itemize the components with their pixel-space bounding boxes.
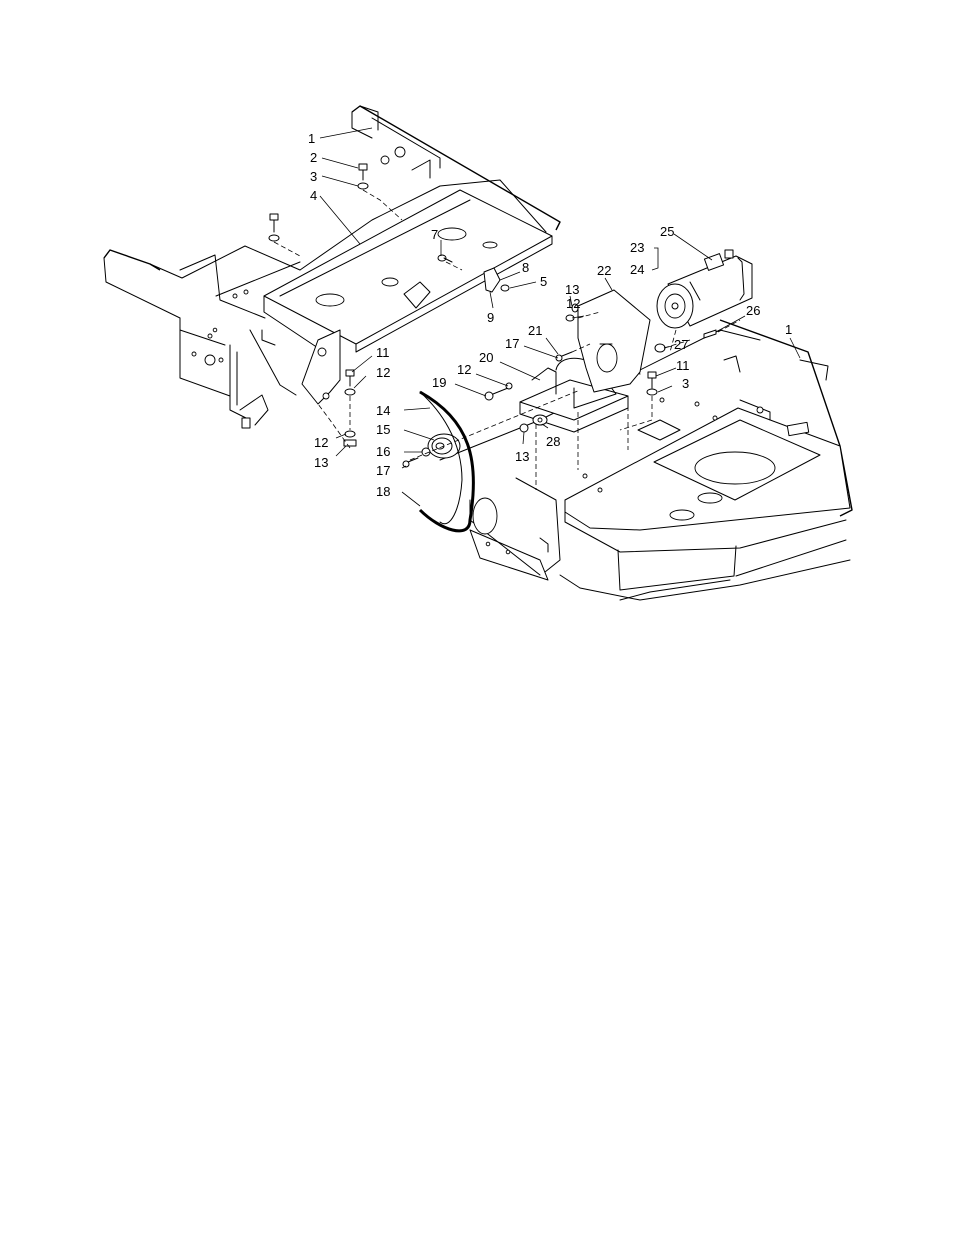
tray-plate	[264, 190, 552, 404]
callout-5: 5	[540, 274, 547, 289]
callout-8: 8	[522, 260, 529, 275]
callout-4: 4	[310, 188, 317, 203]
callout-24: 24	[630, 262, 644, 277]
callout-11-left: 11	[376, 345, 390, 360]
callout-13-low: 13	[314, 455, 328, 470]
callout-17-low: 17	[376, 463, 390, 478]
deck-frame	[440, 320, 852, 600]
electric-motor	[657, 250, 752, 328]
callout-9: 9	[487, 310, 494, 325]
callout-3-top: 3	[310, 169, 317, 184]
side-plate	[470, 498, 548, 580]
callout-12-left: 12	[376, 365, 390, 380]
callout-27: 27	[674, 337, 688, 352]
callout-19: 19	[432, 375, 446, 390]
callout-18: 18	[376, 484, 390, 499]
callout-13-top: 13	[565, 282, 579, 297]
callout-12-top: 12	[566, 296, 580, 311]
callout-7: 7	[431, 227, 438, 242]
callout-3-right: 3	[682, 376, 689, 391]
callout-11-right: 11	[676, 358, 690, 373]
belt-guard-plate	[578, 290, 650, 392]
callout-21: 21	[528, 323, 542, 338]
pulley-and-belt	[420, 392, 473, 531]
callout-1-right: 1	[785, 322, 792, 337]
callout-1-top: 1	[308, 131, 315, 146]
callout-26: 26	[746, 303, 760, 318]
callout-16: 16	[376, 444, 390, 459]
callout-25: 25	[660, 224, 674, 239]
callout-15: 15	[376, 422, 390, 437]
callout-17-mid: 17	[505, 336, 519, 351]
callout-14: 14	[376, 403, 390, 418]
callout-23: 23	[630, 240, 644, 255]
callout-12-mid: 12	[457, 362, 471, 377]
callout-2: 2	[310, 150, 317, 165]
callout-12-low: 12	[314, 435, 328, 450]
callout-22: 22	[597, 263, 611, 278]
callout-20: 20	[479, 350, 493, 365]
callout-13-bracket: 13	[515, 449, 529, 464]
callout-28: 28	[546, 434, 560, 449]
